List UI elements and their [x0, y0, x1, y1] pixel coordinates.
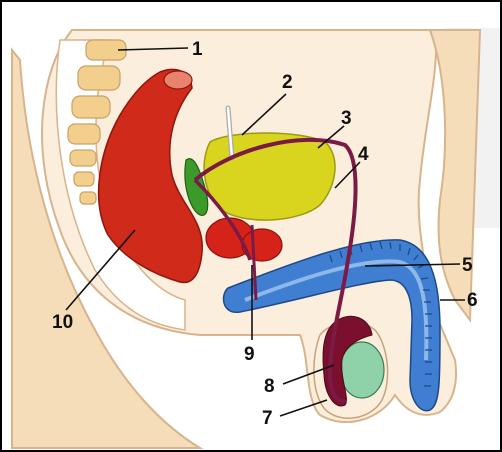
- label-1: 1: [192, 39, 203, 60]
- abdomen-skin: [430, 30, 480, 320]
- label-8: 8: [264, 376, 275, 397]
- label-3: 3: [341, 108, 352, 129]
- label-2: 2: [282, 72, 293, 93]
- label-9: 9: [244, 344, 255, 365]
- label-6: 6: [467, 290, 478, 311]
- testis: [340, 342, 384, 398]
- label-10: 10: [52, 312, 73, 333]
- label-7: 7: [262, 408, 273, 429]
- label-5: 5: [462, 255, 473, 276]
- label-4: 4: [358, 144, 369, 165]
- rectum-opening: [164, 71, 192, 89]
